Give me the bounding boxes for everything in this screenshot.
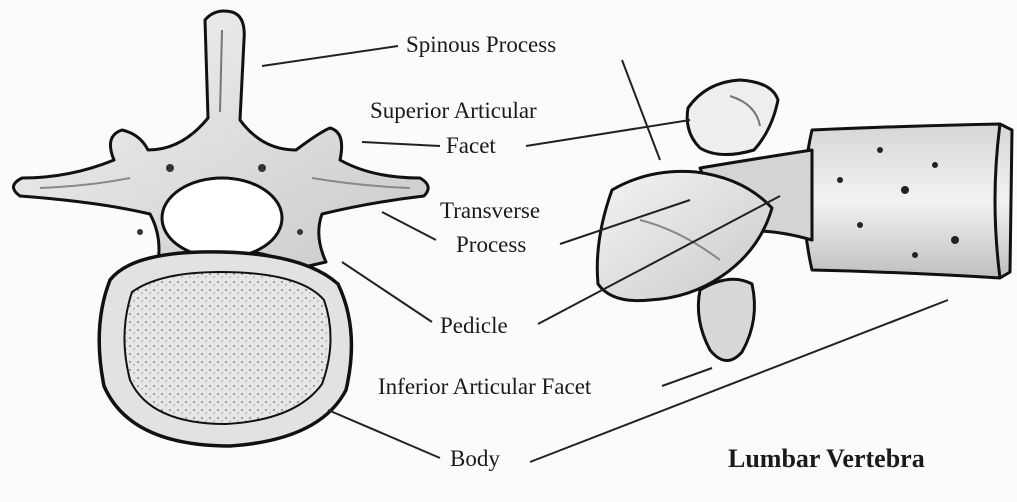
- leader-body-left: [328, 410, 440, 458]
- label-spinous-process: Spinous Process: [406, 33, 556, 56]
- leader-superior-right: [526, 120, 690, 146]
- diagram-caption: Lumbar Vertebra: [728, 446, 925, 472]
- label-superior-articular-line2: Facet: [446, 134, 496, 157]
- vertebral-body-core: [124, 272, 330, 424]
- leader-superior-left: [362, 142, 440, 146]
- superior-articular-process: [687, 80, 778, 155]
- label-body: Body: [450, 447, 500, 470]
- leader-pedicle-left: [342, 262, 432, 322]
- leader-spinous-right: [622, 60, 660, 160]
- lateral-view-vertebra: [597, 80, 1012, 361]
- superior-view-vertebra: [13, 11, 428, 446]
- label-transverse-line2: Process: [456, 233, 526, 256]
- leader-spinous-left: [262, 46, 398, 66]
- leader-transverse-left: [382, 212, 436, 240]
- label-pedicle: Pedicle: [440, 314, 508, 337]
- label-transverse-line1: Transverse: [440, 199, 540, 222]
- vertebral-body-side: [804, 124, 1012, 278]
- label-superior-articular-line1: Superior Articular: [370, 99, 537, 122]
- leader-inferior-right: [662, 368, 712, 386]
- inferior-articular-process: [698, 279, 754, 360]
- label-inferior-articular-facet: Inferior Articular Facet: [378, 375, 591, 398]
- vertebral-foramen: [162, 178, 282, 258]
